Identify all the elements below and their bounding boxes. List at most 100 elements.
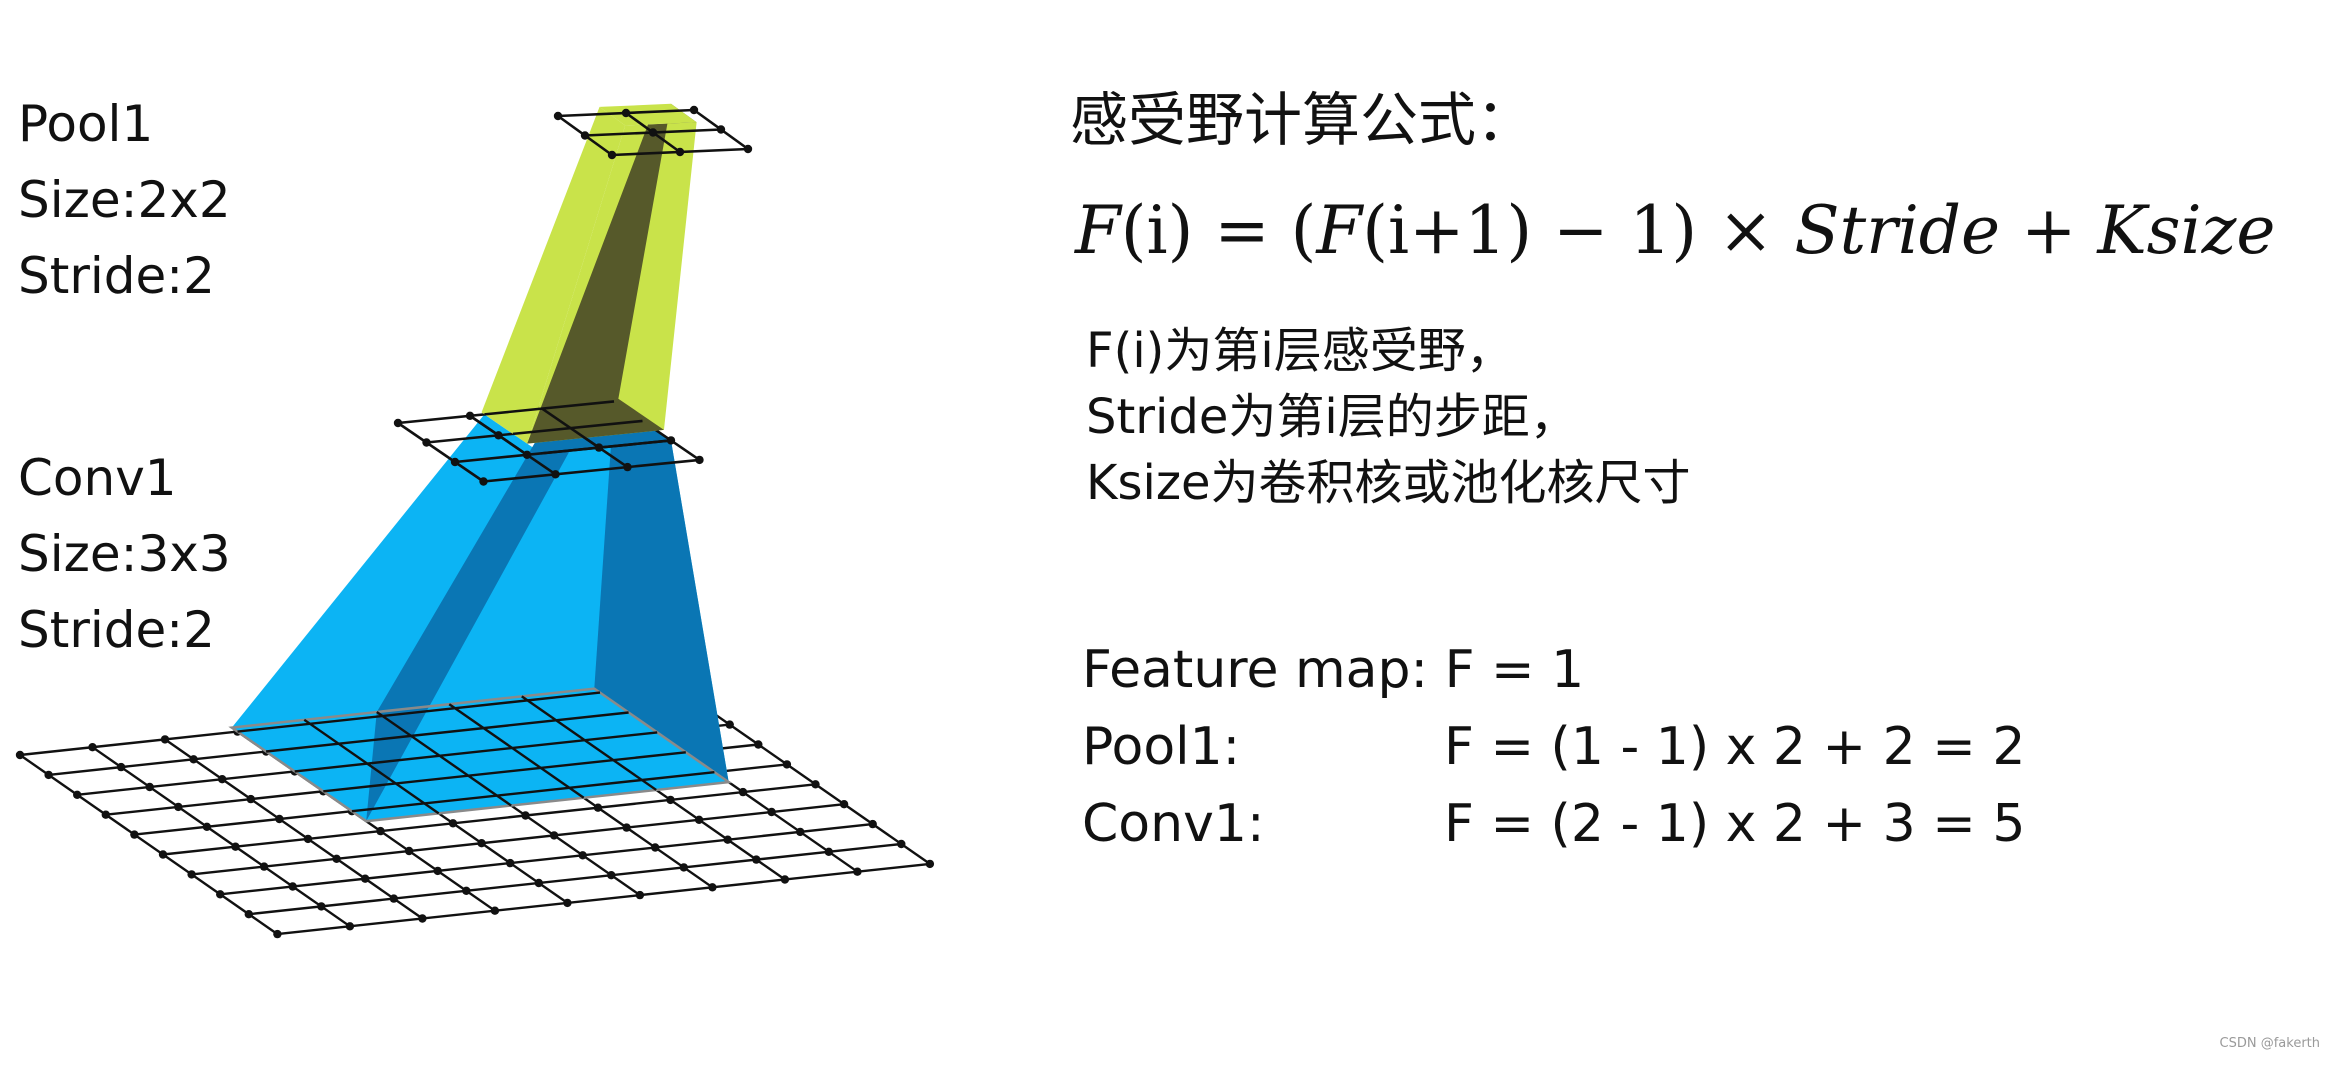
input-grid-line: [91, 746, 351, 928]
input-grid-node: [231, 842, 240, 851]
input-grid-node: [666, 795, 675, 805]
formula-definitions: F(i)为第i层感受野， Stride为第i层的步距， Ksize为卷积核或池化…: [1086, 318, 1691, 516]
input-grid-line: [164, 738, 424, 920]
pool1-grid-node: [648, 128, 658, 137]
input-grid-node: [404, 846, 414, 856]
calc-pool1-expr: F = (1 - 1) x 2 + 2 = 2: [1444, 717, 2026, 777]
calc-row-pool1: Pool1: F = (1 - 1) x 2 + 2 = 2: [1082, 709, 2025, 786]
input-grid-line: [19, 754, 279, 936]
definition-stride: Stride为第i层的步距，: [1086, 389, 1578, 445]
formula-minus: − 1: [1532, 192, 1672, 269]
receptive-field-formula: F(i) = (F(i+1) − 1) × Stride + Ksize: [1075, 186, 2276, 276]
input-grid-line: [191, 803, 845, 876]
input-grid-node: [780, 875, 790, 884]
input-grid-node: [275, 814, 284, 824]
input-grid-line: [220, 822, 873, 896]
input-grid-node: [897, 839, 906, 849]
input-grid-node: [521, 811, 530, 820]
formula-title: 感受野计算公式：: [1070, 86, 1535, 154]
input-grid-node: [549, 831, 559, 840]
input-grid-node: [462, 886, 471, 895]
input-grid-node: [116, 762, 126, 772]
conv1-grid-overlay-line: [541, 439, 672, 455]
formula-plus: +: [2000, 192, 2098, 269]
pool1-grid-node: [621, 108, 631, 118]
conv1-grid-node: [479, 477, 488, 486]
conv1-size: Size:3x3: [18, 525, 231, 583]
formula-times: ×: [1697, 192, 1795, 269]
conv1-grid-node: [450, 457, 460, 467]
conv1-grid-node: [695, 455, 704, 465]
input-grid-overlay-line: [303, 718, 440, 815]
pool1-top-cell: [599, 103, 697, 126]
conv1-grid-overlay-line: [512, 419, 643, 436]
input-grid-node: [244, 910, 253, 919]
conv1-grid-node: [666, 436, 676, 445]
calc-conv1-name: Conv1:: [1082, 794, 1265, 854]
pool1-receptive-frustum: [481, 103, 697, 444]
pool1-grid-node: [675, 147, 685, 157]
input-grid-node: [868, 819, 877, 829]
input-grid-node: [202, 822, 212, 831]
input-grid-node: [824, 847, 833, 856]
conv1-grid-line: [483, 458, 700, 483]
input-grid-overlay-line: [323, 751, 686, 793]
input-grid-node: [593, 803, 603, 812]
input-grid-node: [506, 858, 515, 868]
input-grid-line: [248, 842, 902, 916]
input-grid-node: [288, 882, 297, 891]
input-grid-overlay-line: [351, 771, 715, 813]
conv1-frustum-right-face: [594, 401, 729, 783]
input-grid-line: [162, 783, 816, 856]
input-grid-node: [925, 859, 935, 869]
pool1-grid-node: [580, 131, 590, 140]
conv1-grid-overlay-line: [484, 400, 615, 416]
input-grid-node: [723, 835, 732, 844]
input-grid-node: [189, 755, 198, 764]
pool1-name: Pool1: [18, 95, 154, 153]
input-grid-node: [433, 866, 442, 876]
input-grid-node: [15, 750, 25, 760]
input-grid-node: [782, 760, 792, 769]
input-grid-node: [376, 826, 385, 836]
conv1-grid-line: [397, 421, 485, 483]
pool1-label: Pool1 Size:2x2 Stride:2: [18, 86, 231, 314]
input-grid-overlay-line: [294, 731, 658, 773]
input-grid-node: [160, 735, 170, 744]
pool1-grid-node: [743, 144, 753, 154]
definition-ksize: Ksize为卷积核或池化核尺寸: [1086, 455, 1691, 511]
calc-conv1-expr: F = (2 - 1) x 2 + 3 = 5: [1444, 794, 2026, 854]
definition-fi: F(i)为第i层感受野，: [1086, 323, 1514, 379]
input-grid-node: [218, 775, 227, 784]
formula-lhs-arg: (i): [1120, 192, 1194, 269]
input-grid-node: [754, 740, 763, 749]
watermark: CSDN @fakerth: [2219, 1036, 2320, 1051]
formula-equals: =: [1193, 192, 1291, 269]
formula-close-paren: ): [1671, 192, 1698, 269]
input-grid-overlay-line: [448, 703, 585, 799]
input-grid-node: [853, 867, 862, 876]
input-grid-node: [273, 929, 282, 939]
input-grid-node: [534, 878, 543, 888]
input-grid-node: [174, 802, 183, 812]
input-grid-node: [607, 871, 616, 880]
conv1-grid-overlay-line: [469, 414, 528, 456]
input-grid-node: [477, 839, 486, 848]
formula-inner-arg: (i+1): [1362, 192, 1533, 269]
input-grid-overlay-line: [376, 711, 512, 807]
calculation-steps: Feature map: F = 1 Pool1: F = (1 - 1) x …: [1082, 632, 2025, 863]
input-grid-node: [418, 914, 427, 923]
input-grid-node: [839, 800, 849, 809]
formula-open-paren: (: [1290, 192, 1317, 269]
calc-row-conv1: Conv1: F = (2 - 1) x 2 + 3 = 5: [1082, 786, 2025, 863]
formula-inner: F: [1316, 192, 1363, 269]
input-grid-node: [767, 807, 776, 817]
input-grid-node: [694, 815, 704, 824]
input-grid-line: [277, 862, 931, 936]
conv1-grid-node: [623, 462, 632, 472]
input-grid-node: [578, 851, 587, 860]
input-grid-node: [811, 780, 820, 789]
input-grid-node: [332, 854, 341, 863]
conv1-grid-highlighted-region: [469, 400, 672, 456]
